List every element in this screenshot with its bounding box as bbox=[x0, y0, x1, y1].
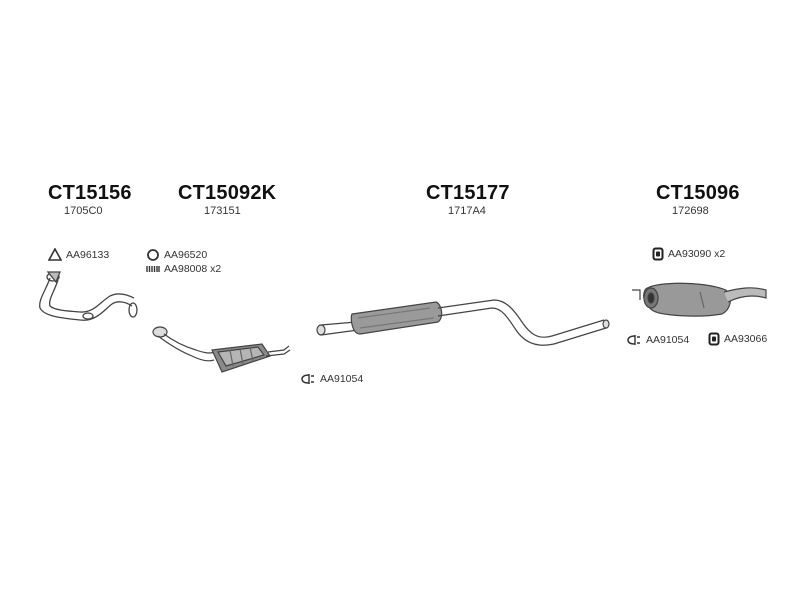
part-ref-front-pipe: 1705C0 bbox=[64, 205, 103, 217]
spring-icon bbox=[146, 266, 160, 272]
part-code-centre-silencer[interactable]: CT15177 bbox=[426, 182, 510, 204]
rear-silencer-part bbox=[632, 282, 767, 317]
accessory-item[interactable]: AA93090 x2 bbox=[652, 247, 725, 261]
accessory-label: AA93066 bbox=[724, 333, 768, 345]
part-ref-rear-silencer: 172698 bbox=[672, 205, 709, 217]
accessory-label: AA98008 x2 bbox=[164, 263, 222, 275]
rubber-mount-icon bbox=[652, 247, 664, 261]
ring-gasket-icon bbox=[147, 249, 159, 261]
triangle-gasket-icon bbox=[48, 248, 62, 261]
accessory-label: AA96520 bbox=[164, 249, 208, 261]
part-code-front-pipe[interactable]: CT15156 bbox=[48, 182, 132, 204]
clamp-icon bbox=[301, 374, 314, 384]
accessory-item[interactable]: AA96133 bbox=[48, 248, 109, 262]
centre-silencer-part bbox=[316, 299, 610, 346]
part-ref-centre-silencer: 1717A4 bbox=[448, 205, 486, 217]
front-pipe-part bbox=[39, 271, 138, 321]
accessory-item[interactable]: AA91054 bbox=[300, 373, 363, 385]
accessory-label: AA93090 x2 bbox=[668, 248, 726, 260]
accessory-item[interactable]: AA96520 bbox=[146, 248, 207, 262]
catalytic-converter-part bbox=[152, 326, 291, 373]
accessory-item[interactable]: AA98008 x2 bbox=[146, 263, 221, 275]
clamp-icon bbox=[627, 335, 640, 345]
accessory-label: AA96133 bbox=[66, 249, 110, 261]
accessory-item[interactable]: AA91054 bbox=[626, 334, 689, 346]
accessory-item[interactable]: AA93066 bbox=[708, 332, 767, 346]
part-code-catalytic-converter[interactable]: CT15092K bbox=[178, 182, 277, 204]
accessory-label: AA91054 bbox=[646, 334, 690, 346]
accessory-label: AA91054 bbox=[320, 373, 364, 385]
rubber-mount-icon bbox=[708, 332, 720, 346]
part-code-rear-silencer[interactable]: CT15096 bbox=[656, 182, 740, 204]
part-ref-catalytic-converter: 173151 bbox=[204, 205, 241, 217]
